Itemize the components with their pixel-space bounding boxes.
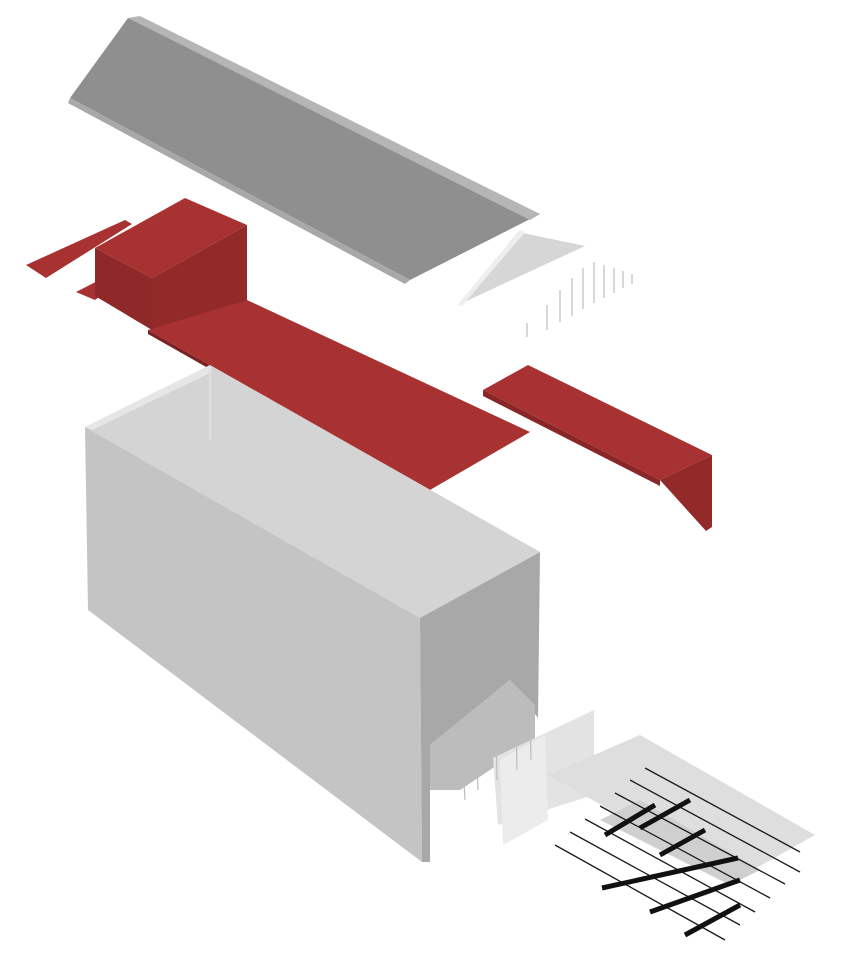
- red-beam-top: [483, 365, 712, 480]
- gable-vertical-slats: [527, 262, 632, 337]
- red-cantilever-beam: [483, 365, 712, 531]
